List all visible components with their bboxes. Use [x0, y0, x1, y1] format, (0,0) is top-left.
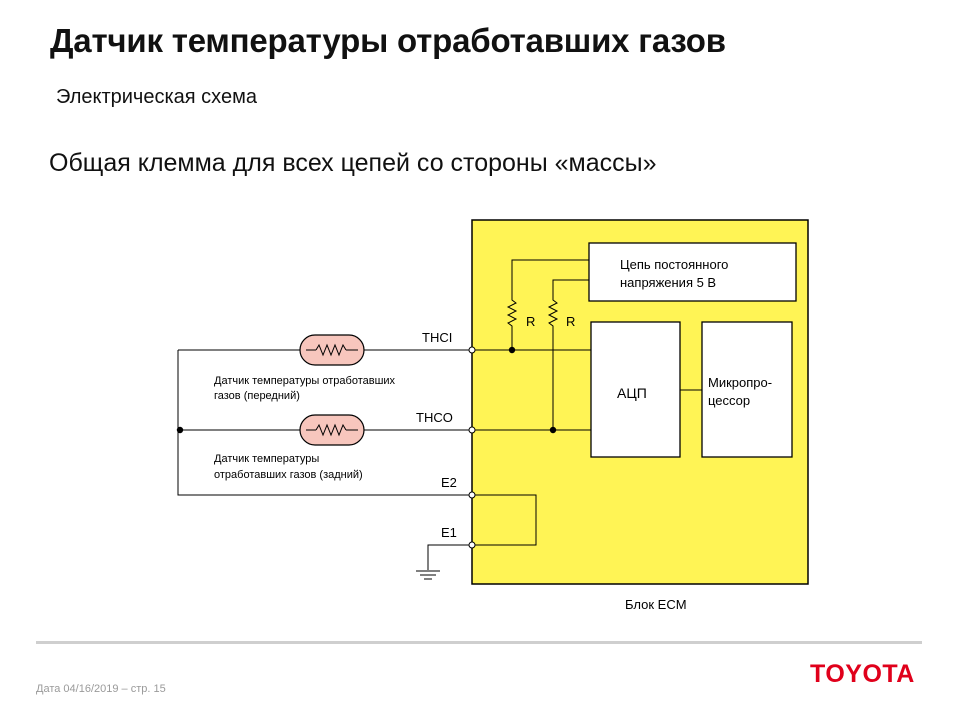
sensor-front-label-1: Датчик температуры отработавших — [214, 375, 396, 387]
const-voltage-label-1: Цепь постоянного — [620, 257, 728, 272]
ground-icon — [416, 570, 440, 580]
resistor-1-label: R — [526, 314, 535, 329]
terminal-thci-label: THCI — [422, 330, 452, 345]
resistor-2-icon — [547, 296, 559, 430]
sensor-front-label-2: газов (передний) — [214, 390, 300, 402]
common-ground-wire — [177, 350, 469, 496]
thci-terminal-icon — [468, 346, 476, 354]
adc-label: АЦП — [617, 385, 647, 401]
toyota-logo: TOYOTA — [810, 660, 915, 688]
ecm-label: Блок ECM — [625, 597, 687, 612]
supply-wire-2 — [552, 279, 589, 296]
rear-sensor-icon — [299, 414, 365, 446]
e2-e1-link — [475, 494, 537, 546]
adc-box — [590, 321, 681, 458]
const-voltage-box — [588, 242, 797, 302]
sensor-rear-label-1: Датчик температуры — [214, 453, 319, 465]
terminal-thco-label: THCO — [416, 410, 453, 425]
supply-wire-1 — [511, 259, 589, 296]
e1-ground-wire — [427, 544, 469, 570]
thco-terminal-icon — [468, 426, 476, 434]
terminal-e2-label: E2 — [441, 475, 457, 490]
cpu-label-2: цессор — [708, 393, 750, 408]
resistor-1-icon — [506, 296, 518, 350]
e2-terminal-icon — [468, 491, 476, 499]
cpu-box — [701, 321, 793, 458]
cpu-label-1: Микропро- — [708, 375, 772, 390]
footer-date: Дата 04/16/2019 – стр. 15 — [36, 683, 166, 695]
sensor-rear-label-2: отработавших газов (задний) — [214, 469, 363, 481]
slide-heading: Общая клемма для всех цепей со стороны «… — [49, 149, 657, 177]
front-sensor-icon — [299, 334, 365, 366]
terminal-e1-label: E1 — [441, 525, 457, 540]
slide-subtitle: Электрическая схема — [56, 86, 257, 108]
resistor-2-label: R — [566, 314, 575, 329]
slide-title: Датчик температуры отработавших газов — [50, 22, 726, 59]
footer-divider — [36, 641, 922, 644]
const-voltage-label-2: напряжения 5 В — [620, 275, 716, 290]
e1-terminal-icon — [468, 541, 476, 549]
